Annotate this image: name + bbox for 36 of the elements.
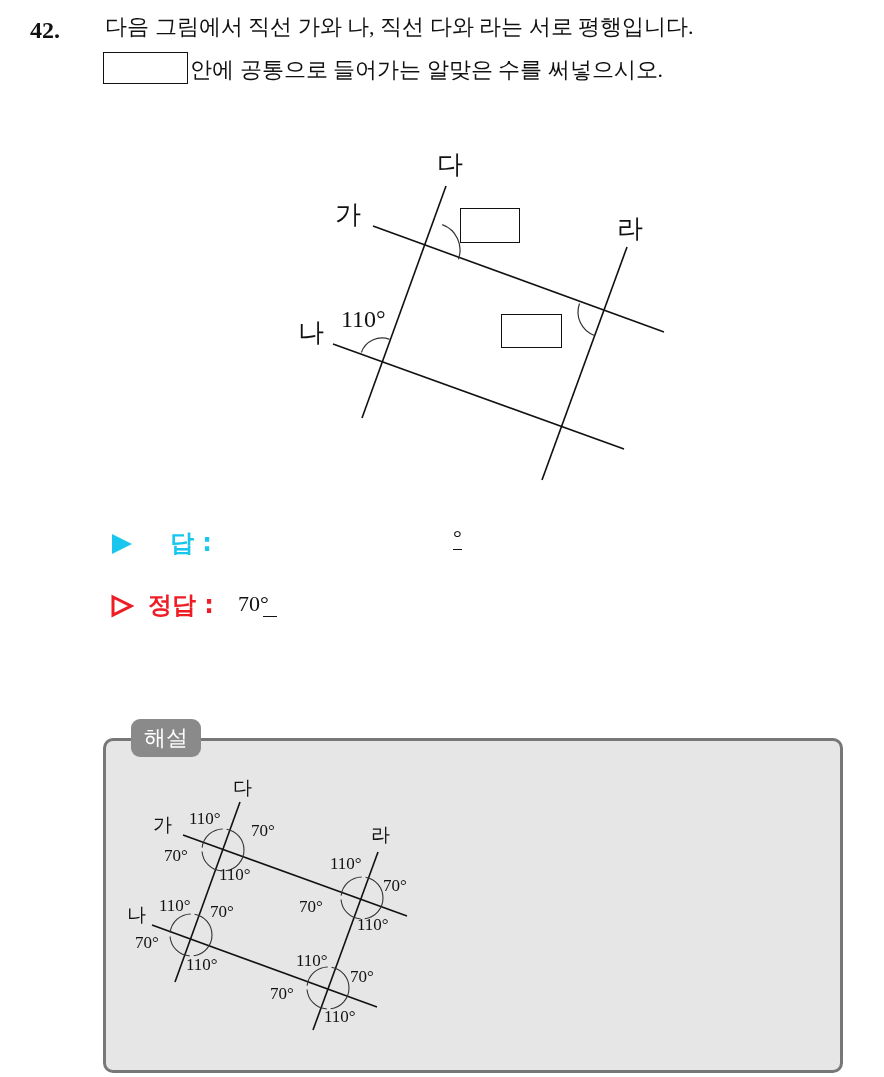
angle-label: 110° bbox=[189, 810, 221, 827]
angle-label: 70° bbox=[210, 903, 234, 920]
line-label: 라 bbox=[617, 216, 643, 242]
question-number: 42. bbox=[30, 18, 60, 42]
angle-label: 110° bbox=[341, 307, 386, 331]
section-tab: 해설 bbox=[131, 719, 201, 757]
answer-box bbox=[103, 52, 188, 84]
angle-label: 70° bbox=[251, 822, 275, 839]
angle-label: 70° bbox=[135, 934, 159, 951]
answer-blank: ° bbox=[453, 527, 462, 550]
angle-label: 110° bbox=[159, 897, 191, 914]
line-label: 다 bbox=[233, 778, 252, 797]
angle-label: 70° bbox=[299, 898, 323, 915]
answer-value: 70° bbox=[238, 593, 269, 615]
answer-box bbox=[501, 314, 562, 348]
question-text: 안에 공통으로 들어가는 알맞은 수를 써넣으시오. bbox=[190, 59, 663, 81]
angle-label: 110° bbox=[186, 956, 218, 973]
answer-label: 답 : bbox=[170, 531, 212, 555]
answer-box bbox=[460, 208, 520, 243]
line-label: 가 bbox=[153, 815, 172, 834]
angle-label: 70° bbox=[270, 985, 294, 1002]
angle-label: 110° bbox=[324, 1008, 356, 1025]
angle-label: 110° bbox=[330, 855, 362, 872]
line-label: 다 bbox=[437, 152, 463, 178]
line-label: 나 bbox=[298, 320, 324, 346]
question-text: 다음 그림에서 직선 가와 나, 직선 다와 라는 서로 평행입니다. bbox=[105, 16, 694, 38]
angle-label: 70° bbox=[164, 847, 188, 864]
line-label: 나 bbox=[127, 905, 146, 924]
angle-label: 70° bbox=[350, 968, 374, 985]
angle-label: 70° bbox=[383, 877, 407, 894]
angle-label: 110° bbox=[219, 866, 251, 883]
angle-label: 110° bbox=[357, 916, 389, 933]
angle-label: 110° bbox=[296, 952, 328, 969]
answer-label: 정답 : bbox=[148, 593, 214, 617]
line-label: 가 bbox=[335, 202, 361, 228]
line-label: 라 bbox=[371, 825, 390, 844]
